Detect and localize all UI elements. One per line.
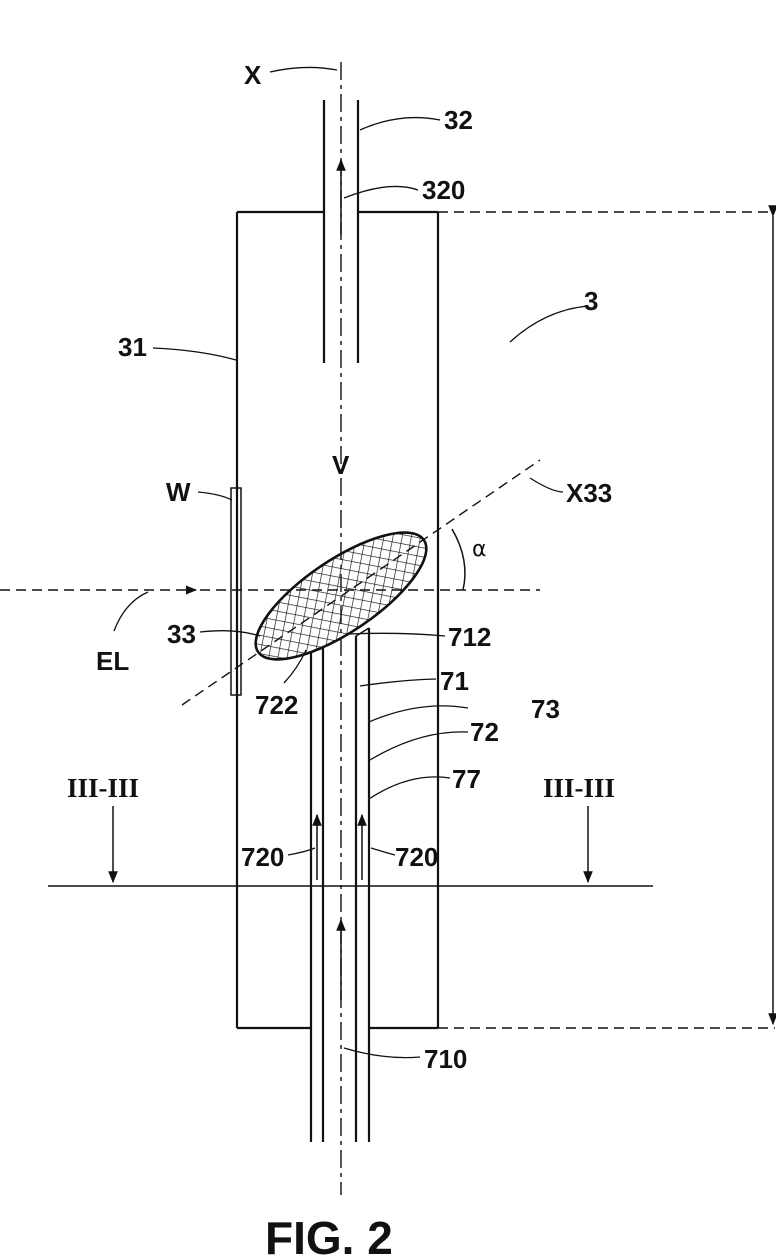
label-outlet-tube: 32: [444, 105, 473, 135]
label-light: EL: [96, 646, 129, 676]
label-wall-73: 73: [531, 694, 560, 724]
label-outlet-flow: 320: [422, 175, 465, 205]
label-annular-flow-right: 720: [395, 842, 438, 872]
label-wall-77: 77: [452, 764, 481, 794]
label-section-right: III-III: [543, 773, 615, 803]
label-inner-flow: 710: [424, 1044, 467, 1074]
dimension-line: [438, 212, 775, 1028]
label-inner-tube-end: 712: [448, 622, 491, 652]
label-outer-tube: 72: [470, 717, 499, 747]
tube-assembly: [311, 628, 369, 1142]
label-annular-flow-left: 720: [241, 842, 284, 872]
angle-arc: [452, 529, 465, 590]
label-axis-x33: X33: [566, 478, 612, 508]
label-housing: 31: [118, 332, 147, 362]
label-outer-tube-end: 722: [255, 690, 298, 720]
label-vertical: V: [332, 450, 350, 480]
label-inner-tube: 71: [440, 666, 469, 696]
figure-caption: FIG. 2: [265, 1212, 393, 1258]
label-axis-x: X: [244, 60, 262, 90]
label-window: W: [166, 477, 191, 507]
label-assembly: 3: [584, 286, 598, 316]
label-angle: α: [472, 537, 487, 562]
label-section-left: III-III: [67, 773, 139, 803]
label-target: 33: [167, 619, 196, 649]
